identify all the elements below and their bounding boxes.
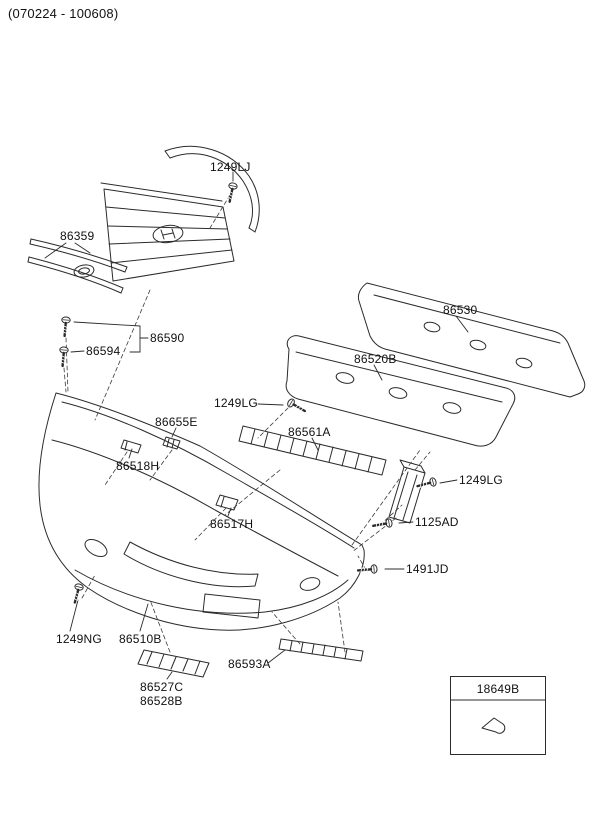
clip-18649b-drawing — [481, 717, 506, 734]
screw-icon — [224, 180, 239, 204]
front-bumper-cover-drawing — [38, 392, 365, 631]
part-label-1249lg-b: 1249LG — [459, 473, 503, 487]
part-label-86528b: 86528B — [140, 694, 183, 708]
inset-box-drawing — [450, 676, 546, 755]
bracket-86517h-drawing — [215, 494, 239, 511]
part-label-86530: 86530 — [443, 303, 478, 317]
fasteners — [57, 180, 439, 605]
part-label-86518h: 86518H — [116, 459, 160, 473]
part-label-1249lg-a: 1249LG — [214, 396, 258, 410]
header-code: (070224 - 100608) — [8, 6, 119, 21]
inset-box-label: 18649B — [476, 682, 520, 696]
emblem-drawing — [73, 264, 95, 278]
part-label-86510b: 86510B — [119, 632, 162, 646]
bumper-reinforcement-drawing — [357, 282, 586, 398]
part-label-86593a: 86593A — [228, 657, 271, 671]
screw-icon — [415, 475, 439, 492]
part-label-86520b: 86520B — [354, 352, 397, 366]
grille-upper-molding-drawing — [164, 145, 260, 233]
construction-lines — [63, 194, 431, 653]
part-label-1491jd: 1491JD — [406, 562, 449, 576]
screw-icon — [59, 315, 72, 338]
part-label-86359: 86359 — [60, 229, 95, 243]
bracket-86518h-drawing — [120, 439, 142, 454]
part-label-86517h: 86517H — [210, 517, 254, 531]
clip-86655e-drawing — [162, 436, 181, 450]
grille-molding-strips-drawing — [27, 238, 128, 294]
lower-grille-strip-drawing — [238, 425, 387, 476]
lower-strip-86527c-drawing — [137, 649, 210, 678]
screw-icon — [69, 581, 86, 605]
part-label-1249lj: 1249LJ — [210, 160, 251, 174]
leader-lines — [44, 171, 469, 680]
part-label-86590: 86590 — [150, 331, 185, 345]
part-label-86655e: 86655E — [155, 415, 198, 429]
energy-absorber-drawing — [285, 335, 516, 447]
part-label-86561a: 86561A — [288, 425, 331, 439]
part-label-86527c: 86527C — [140, 680, 184, 694]
side-bracket-drawing — [388, 459, 426, 524]
part-label-86594: 86594 — [86, 344, 121, 358]
part-label-1249ng: 1249NG — [56, 632, 102, 646]
lower-strip-86593a-drawing — [278, 638, 364, 662]
radiator-grille-drawing — [100, 182, 235, 282]
part-label-1125ad: 1125AD — [415, 515, 459, 529]
screw-icon — [356, 563, 379, 576]
